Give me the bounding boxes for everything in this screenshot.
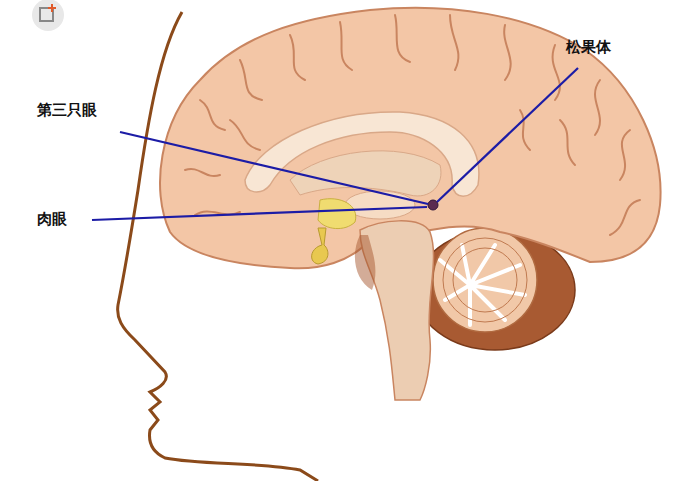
- pituitary: [312, 228, 328, 264]
- hypothalamus: [318, 199, 356, 229]
- pineal-gland: [428, 200, 438, 210]
- corpus-callosum: [245, 112, 479, 196]
- callout-label: 肉眼: [37, 210, 67, 228]
- watermark-icon: [32, 0, 64, 31]
- gyri: [185, 15, 640, 235]
- callout-label: 第三只眼: [37, 101, 97, 119]
- midbrain-band: [355, 235, 376, 290]
- callout-label: 松果体: [566, 38, 611, 56]
- leader-lines: [92, 68, 578, 220]
